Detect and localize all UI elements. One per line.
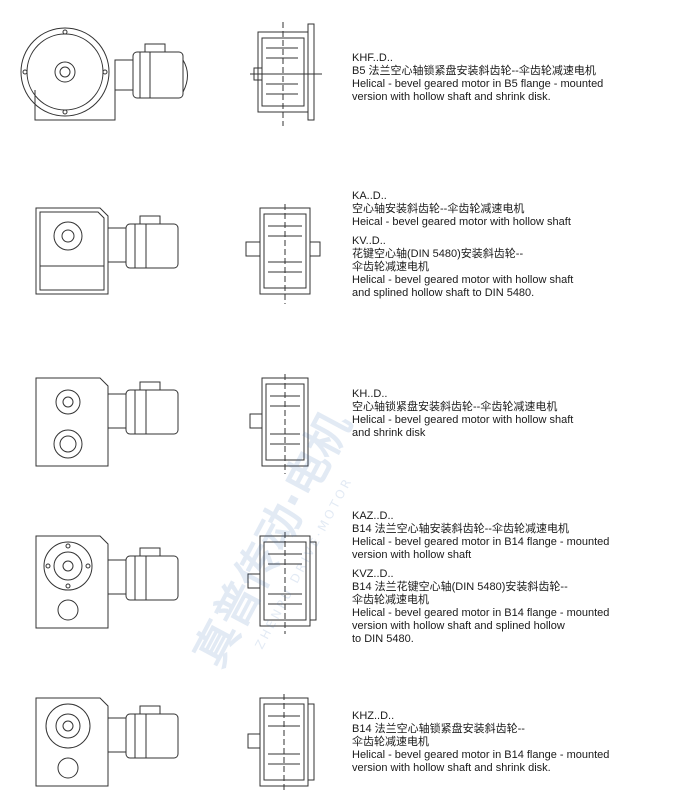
khf-side-view-drawing xyxy=(20,20,200,140)
description-en: version with hollow shaft and shrink dis… xyxy=(352,91,551,103)
description-en: Helical - bevel geared motor in B14 flan… xyxy=(352,536,610,548)
description-en: Helical - bevel geared motor with hollow… xyxy=(352,414,574,426)
khz-front-view-drawing xyxy=(240,694,330,794)
description-en: Helical - bevel geared motor with hollow… xyxy=(352,274,574,286)
description-cn: 伞齿轮减速电机 xyxy=(352,261,429,273)
ka-kv-description: KA..D.. 空心轴安装斜齿轮--伞齿轮减速电机 Heical - bevel… xyxy=(352,190,672,300)
description-en: and shrink disk xyxy=(352,427,426,439)
model-code: KH..D.. xyxy=(352,388,388,400)
description-en: Heical - bevel geared motor with hollow … xyxy=(352,216,571,228)
model-code: KHF..D.. xyxy=(352,52,393,64)
model-code: KA..D.. xyxy=(352,190,387,202)
model-code: KAZ..D.. xyxy=(352,510,394,522)
kaz-kvz-description: KAZ..D.. B14 法兰空心轴安装斜齿轮--伞齿轮减速电机 Helical… xyxy=(352,510,672,646)
ka-side-view-drawing xyxy=(20,204,200,314)
model-code: KVZ..D.. xyxy=(352,568,394,580)
model-code: KHZ..D.. xyxy=(352,710,395,722)
description-cn: B5 法兰空心轴锁紧盘安装斜齿轮--伞齿轮减速电机 xyxy=(352,65,596,77)
ka-front-view-drawing xyxy=(240,204,330,314)
kaz-front-view-drawing xyxy=(240,532,330,642)
description-cn: 伞齿轮减速电机 xyxy=(352,594,429,606)
description-cn: B14 法兰空心轴锁紧盘安装斜齿轮-- xyxy=(352,723,525,735)
description-en: Helical - bevel geared motor in B14 flan… xyxy=(352,607,610,619)
kh-side-view-drawing xyxy=(20,374,200,484)
description-cn: B14 法兰花键空心轴(DIN 5480)安装斜齿轮-- xyxy=(352,581,568,593)
description-en: Helical - bevel geared motor in B5 flang… xyxy=(352,78,604,90)
description-cn: 空心轴锁紧盘安装斜齿轮--伞齿轮减速电机 xyxy=(352,401,558,413)
kh-description: KH..D.. 空心轴锁紧盘安装斜齿轮--伞齿轮减速电机 Helical - b… xyxy=(352,388,672,440)
khf-description: KHF..D.. B5 法兰空心轴锁紧盘安装斜齿轮--伞齿轮减速电机 Helic… xyxy=(352,52,672,104)
description-en: version with hollow shaft and shrink dis… xyxy=(352,762,551,774)
description-en: version with hollow shaft and splined ho… xyxy=(352,620,565,632)
khz-description: KHZ..D.. B14 法兰空心轴锁紧盘安装斜齿轮-- 伞齿轮减速电机 Hel… xyxy=(352,710,672,775)
description-en: and splined hollow shaft to DIN 5480. xyxy=(352,287,535,299)
description-cn: 花键空心轴(DIN 5480)安装斜齿轮-- xyxy=(352,248,524,260)
kaz-side-view-drawing xyxy=(20,532,200,642)
description-cn: 伞齿轮减速电机 xyxy=(352,736,429,748)
description-en: to DIN 5480. xyxy=(352,633,414,645)
description-cn: B14 法兰空心轴安装斜齿轮--伞齿轮减速电机 xyxy=(352,523,569,535)
description-cn: 空心轴安装斜齿轮--伞齿轮减速电机 xyxy=(352,203,525,215)
khz-side-view-drawing xyxy=(20,694,200,794)
model-code: KV..D.. xyxy=(352,235,386,247)
khf-front-view-drawing xyxy=(240,22,330,132)
kh-front-view-drawing xyxy=(240,374,330,484)
description-en: Helical - bevel geared motor in B14 flan… xyxy=(352,749,610,761)
description-en: version with hollow shaft xyxy=(352,549,472,561)
